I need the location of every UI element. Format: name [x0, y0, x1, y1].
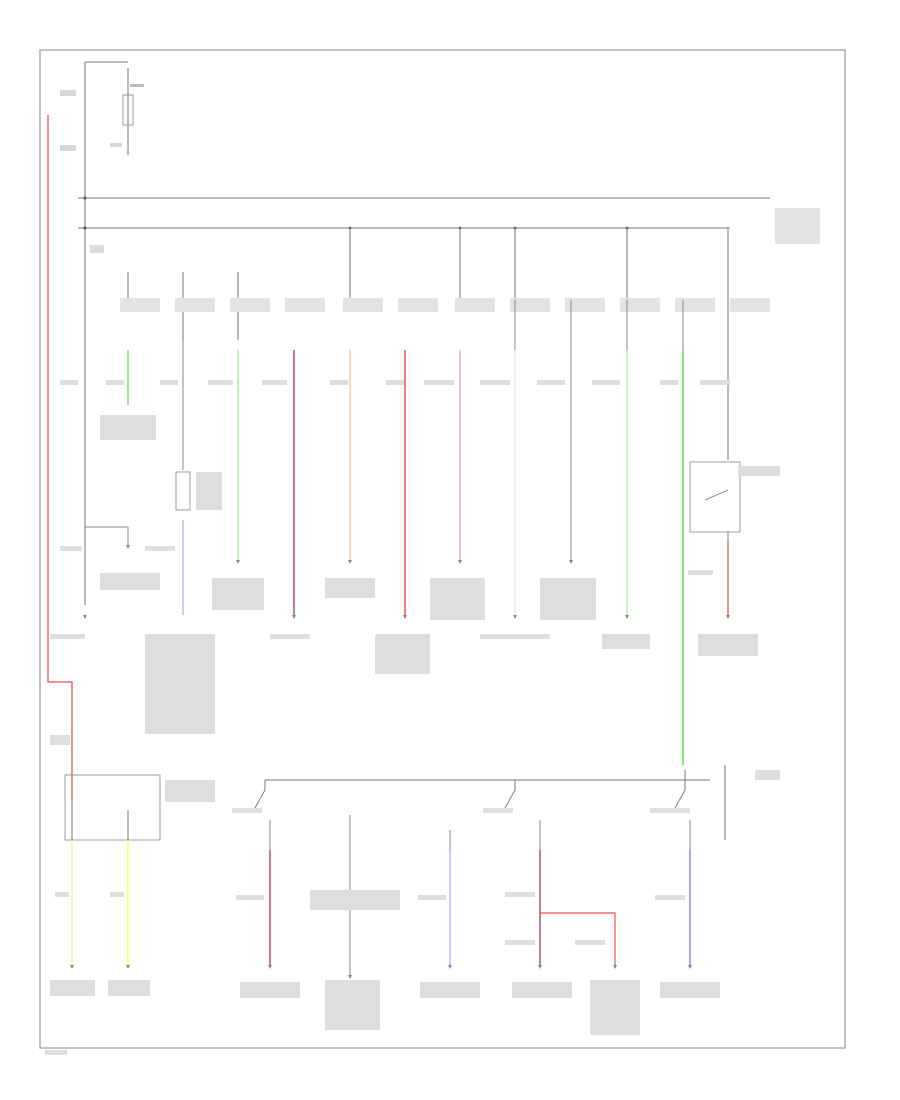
ground-markers — [83, 545, 730, 619]
wire-lower-6b — [540, 912, 616, 965]
diagram-frame — [39, 49, 846, 1049]
relay-box — [689, 461, 741, 533]
circuit-wires — [127, 350, 729, 765]
feed-wire-red — [47, 115, 73, 800]
label-blocks — [50, 380, 780, 734]
connector-box — [175, 471, 191, 511]
battery-block — [60, 61, 144, 155]
fuse-taps — [90, 226, 770, 460]
gray-segments — [85, 300, 684, 545]
lower-section — [64, 765, 726, 979]
lower-label-blocks — [45, 735, 780, 1055]
